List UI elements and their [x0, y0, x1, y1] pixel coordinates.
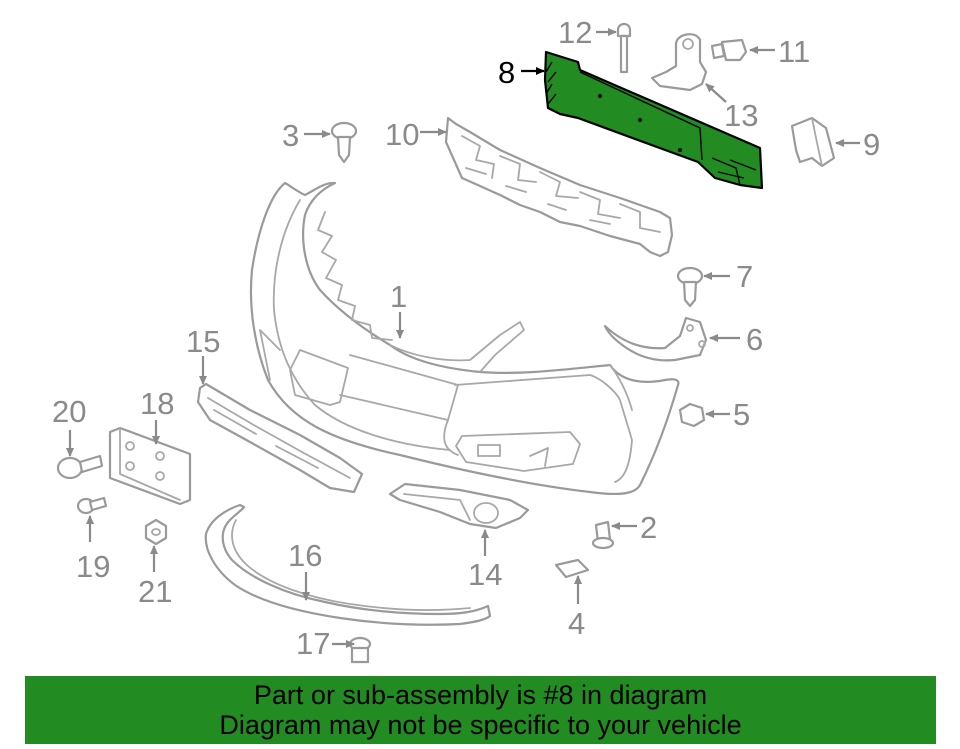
bezel-14 [388, 482, 530, 530]
plate-bracket-18 [108, 426, 192, 506]
nut-21 [144, 518, 168, 546]
impact-bar-8 [543, 50, 764, 190]
callout-1: 1 [390, 279, 407, 314]
callout-arrows [66, 28, 860, 648]
screw-17 [348, 636, 372, 664]
screw-3 [330, 121, 358, 164]
nut-5 [678, 402, 706, 428]
callout-10: 10 [385, 117, 419, 152]
bolt-2 [591, 520, 615, 550]
screw-19 [76, 496, 108, 515]
sensor-bracket-13 [650, 33, 708, 92]
callout-2: 2 [640, 510, 657, 545]
connector-11 [710, 38, 748, 62]
callout-20: 20 [52, 394, 86, 429]
banner-line-1: Part or sub-assembly is #8 in diagram [253, 680, 708, 710]
grille-15 [196, 382, 364, 494]
screw-20 [56, 454, 104, 480]
clip-4 [554, 558, 590, 579]
callout-6: 6 [746, 322, 763, 357]
callout-4: 4 [568, 606, 585, 641]
bolt-7 [676, 266, 704, 308]
bracket-6 [603, 316, 708, 362]
callout-5: 5 [733, 397, 750, 432]
callout-12: 12 [558, 15, 592, 50]
info-banner: Part or sub-assembly is #8 in diagram Di… [25, 676, 936, 744]
callout-15: 15 [186, 324, 220, 359]
callout-19: 19 [76, 549, 110, 584]
callout-21: 21 [138, 574, 172, 609]
banner-line-2: Diagram may not be specific to your vehi… [219, 710, 742, 740]
trim-16 [204, 503, 492, 626]
bracket-9 [790, 116, 836, 168]
callout-18: 18 [140, 386, 174, 421]
callout-16: 16 [288, 538, 322, 573]
callout-3: 3 [282, 118, 299, 153]
callout-11: 11 [778, 34, 810, 69]
callout-13: 13 [724, 98, 758, 133]
callout-14: 14 [468, 557, 502, 592]
bumper-cover [249, 181, 680, 496]
callout-7: 7 [736, 259, 753, 294]
callout-8: 8 [498, 55, 515, 90]
callout-17: 17 [296, 626, 330, 661]
absorber-10 [444, 116, 674, 258]
callout-9: 9 [863, 127, 880, 162]
pin-12 [616, 22, 632, 74]
